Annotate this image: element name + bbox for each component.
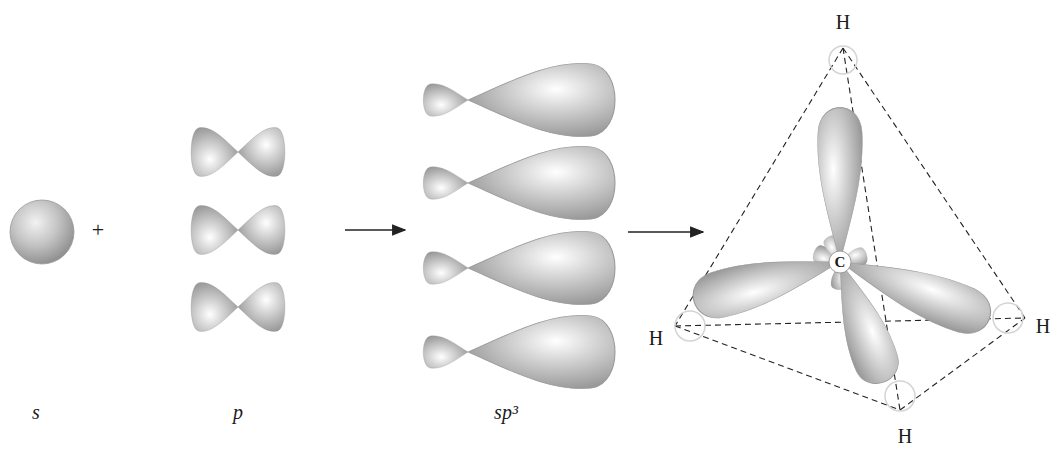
hydrogen-orbitals: [675, 46, 1023, 411]
label-holder: H: [898, 426, 912, 447]
sp3-orbitals: [423, 63, 615, 388]
label-holder: C: [835, 253, 846, 271]
label-holder: H: [836, 12, 850, 33]
orbital-label: sp³: [494, 401, 518, 423]
label-holder: sp³: [494, 402, 518, 423]
atom-label: H: [836, 11, 850, 33]
label-holder: p: [233, 402, 243, 423]
orbital-label: s: [32, 401, 40, 423]
atom-label: H: [898, 425, 912, 447]
atom-label: H: [649, 327, 663, 349]
p-orbitals: [191, 128, 285, 332]
methane-orbitals: [688, 108, 998, 390]
atom-label: C: [835, 254, 846, 270]
tetrahedron-outline: [675, 48, 1025, 410]
reaction-arrow: [628, 231, 703, 233]
orbital-label: p: [233, 401, 243, 423]
label-holder: +: [92, 219, 104, 241]
s-orbital: [10, 200, 74, 264]
orbital-label: +: [92, 217, 104, 242]
label-holder: s: [32, 402, 40, 423]
label-holder: H: [1036, 316, 1050, 337]
reaction-arrow: [345, 229, 405, 231]
atom-label: H: [1036, 315, 1050, 337]
label-holder: H: [649, 328, 663, 349]
